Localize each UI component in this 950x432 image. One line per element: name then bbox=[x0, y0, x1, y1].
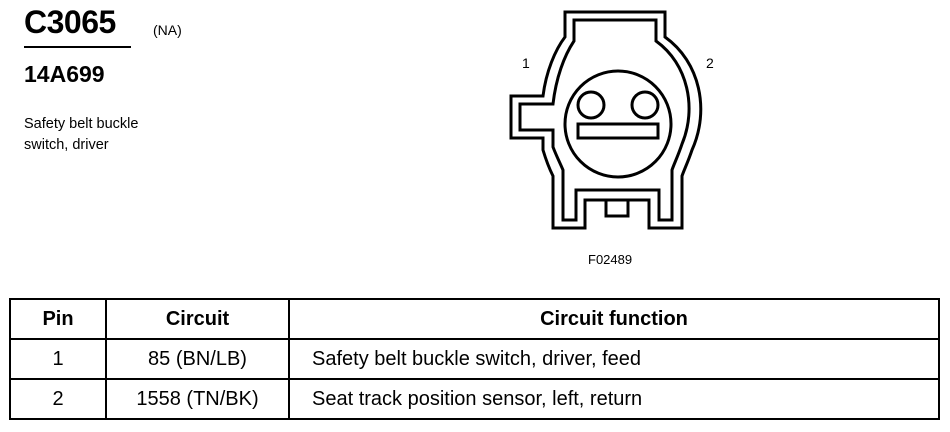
header-circuit-function: Circuit function bbox=[288, 298, 940, 340]
header-circuit: Circuit bbox=[105, 298, 290, 340]
connector-face-diagram bbox=[509, 10, 703, 230]
cell-circuit-function: Seat track position sensor, left, return bbox=[288, 378, 940, 420]
pin-cavity-2 bbox=[630, 90, 660, 120]
housing-inner-outline bbox=[518, 18, 691, 222]
description-line-1: Safety belt buckle bbox=[24, 116, 139, 132]
pin-cavity-1 bbox=[576, 90, 606, 120]
table-header-row: Pin Circuit Circuit function bbox=[9, 298, 940, 340]
pin-label-1: 1 bbox=[522, 55, 530, 71]
header-pin: Pin bbox=[9, 298, 107, 340]
part-number: 14A699 bbox=[24, 61, 105, 87]
description-line-2: switch, driver bbox=[24, 137, 109, 153]
terminal-face bbox=[563, 69, 673, 179]
key-slot bbox=[604, 198, 630, 218]
cell-circuit-function: Safety belt buckle switch, driver, feed bbox=[288, 338, 940, 380]
cell-pin: 1 bbox=[9, 338, 107, 380]
table-row: 1 85 (BN/LB) Safety belt buckle switch, … bbox=[9, 338, 940, 380]
latch-bar bbox=[576, 122, 660, 140]
cell-circuit: 1558 (TN/BK) bbox=[105, 378, 290, 420]
connector-description: Safety belt buckle switch, driver bbox=[24, 114, 138, 156]
pin-table: Pin Circuit Circuit function 1 85 (BN/LB… bbox=[9, 298, 940, 420]
cell-circuit: 85 (BN/LB) bbox=[105, 338, 290, 380]
connector-id: C3065 bbox=[24, 4, 116, 40]
table-row: 2 1558 (TN/BK) Seat track position senso… bbox=[9, 378, 940, 420]
region-code: (NA) bbox=[153, 22, 182, 38]
figure-code: F02489 bbox=[588, 252, 633, 267]
cell-pin: 2 bbox=[9, 378, 107, 420]
pin-label-2: 2 bbox=[706, 55, 714, 71]
connector-id-underline bbox=[24, 46, 131, 48]
